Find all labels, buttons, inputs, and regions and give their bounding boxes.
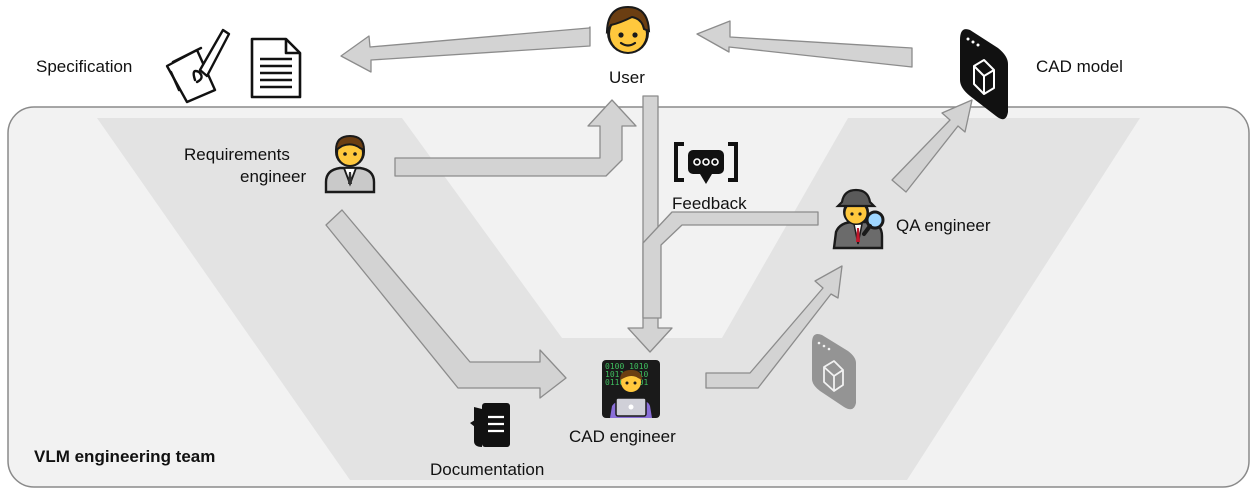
arrow-user-to-cad-engineer bbox=[627, 95, 673, 353]
arrow-user-to-specification bbox=[340, 26, 591, 73]
documents-icon bbox=[470, 403, 510, 447]
cad-model-window-icon bbox=[960, 29, 1008, 120]
speech-bubble-icon bbox=[674, 142, 738, 184]
arrow-requirements-to-cad-engineer bbox=[325, 209, 567, 399]
svg-text:0100 1010: 0100 1010 bbox=[605, 362, 649, 371]
arrow-requirements-to-user bbox=[394, 99, 637, 177]
intermediate-model-icon bbox=[812, 334, 856, 410]
arrow-cad-engineer-to-qa bbox=[705, 265, 843, 389]
signing-paper-icon bbox=[165, 28, 231, 104]
node-label-user: User bbox=[609, 68, 645, 87]
node-label-documentation: Documentation bbox=[430, 460, 545, 479]
node-label-feedback: Feedback bbox=[672, 194, 747, 213]
arrow-qa-to-cadmodel bbox=[891, 99, 973, 193]
arrow-cadmodel-to-user bbox=[696, 20, 913, 68]
node-label-cad-model: CAD model bbox=[1036, 57, 1123, 76]
detective-icon bbox=[832, 188, 885, 250]
node-label-requirements-engineer-line2: engineer bbox=[240, 167, 307, 186]
v-shape-band bbox=[97, 118, 1140, 480]
office-worker-icon bbox=[324, 134, 376, 194]
node-label-qa-engineer: QA engineer bbox=[896, 216, 991, 235]
node-label-specification: Specification bbox=[36, 57, 133, 76]
node-label-requirements-engineer-line1: Requirements bbox=[184, 145, 290, 164]
team-label: VLM engineering team bbox=[34, 447, 216, 466]
user-face-icon bbox=[605, 5, 651, 54]
arrow-qa-to-cad-engineer bbox=[642, 211, 819, 319]
document-icon bbox=[250, 37, 302, 99]
node-label-cad-engineer: CAD engineer bbox=[569, 427, 676, 446]
